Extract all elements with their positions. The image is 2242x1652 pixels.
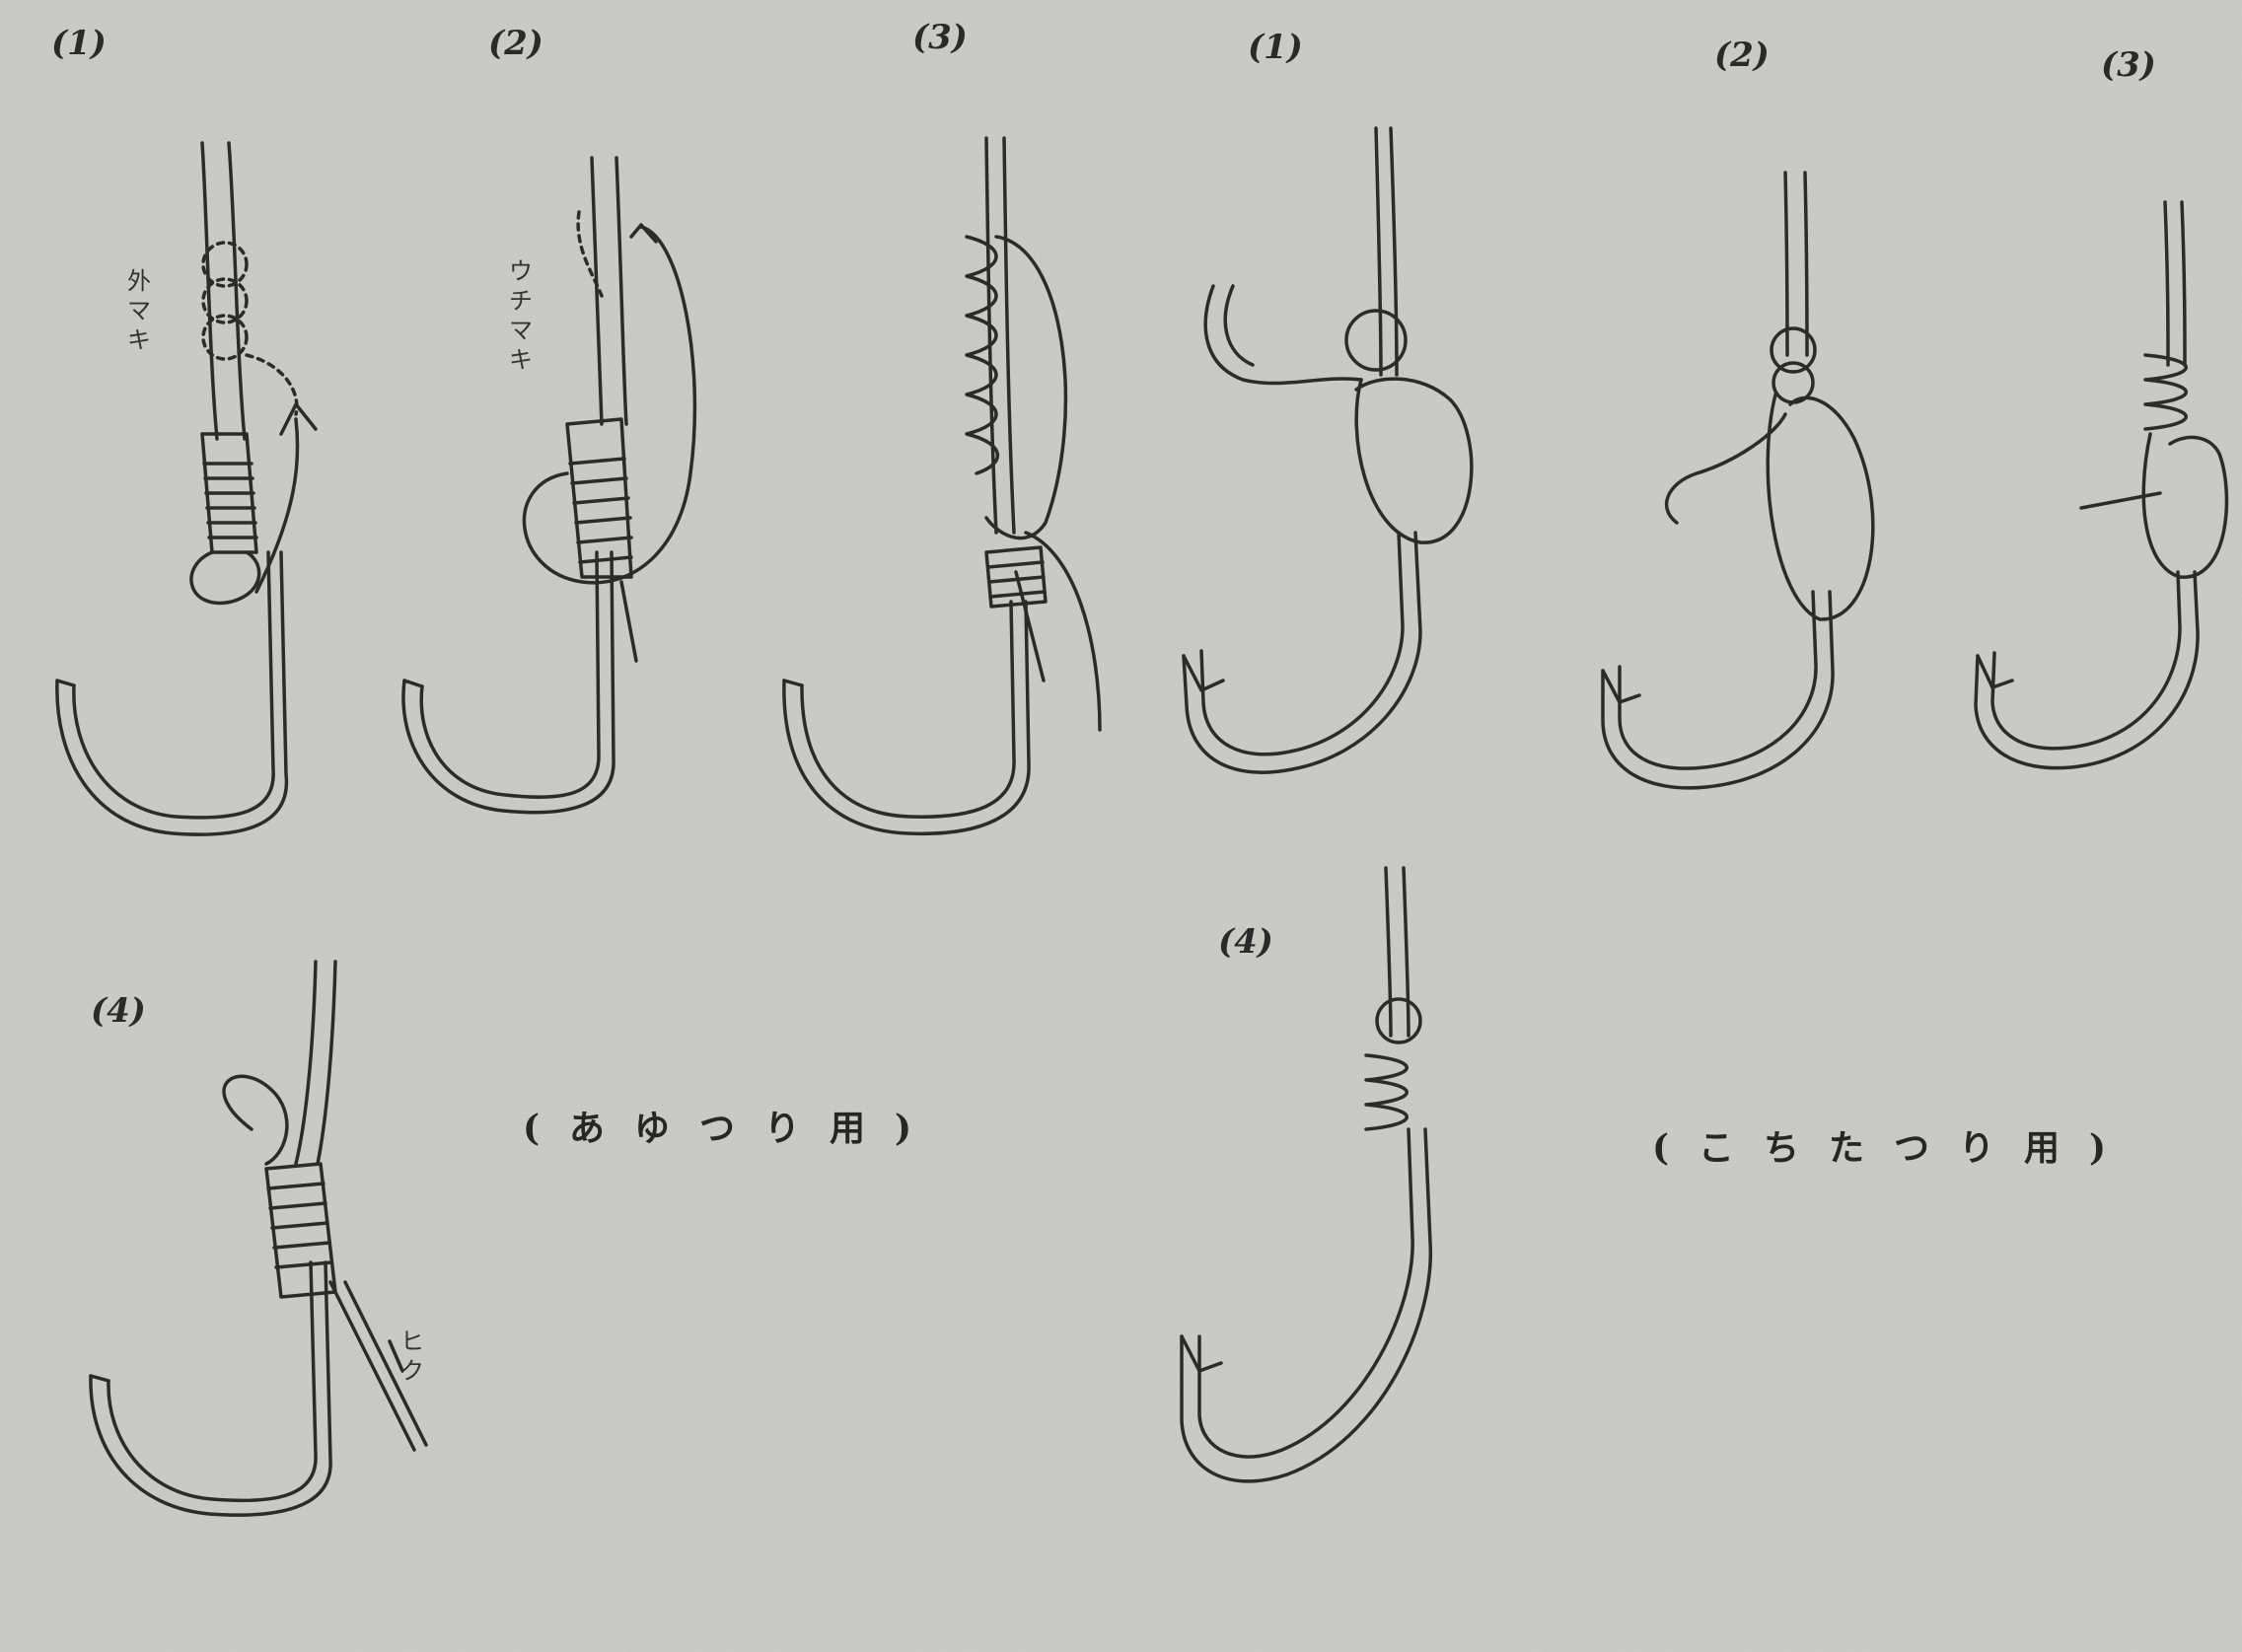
kochi-step3-label: (3) bbox=[2101, 45, 2156, 85]
inner-wrap-annotation: ウチマキ bbox=[508, 256, 534, 375]
ayu-step4-label: (4) bbox=[91, 991, 146, 1031]
ayu-caption: (あゆつり用) bbox=[523, 1100, 941, 1151]
kochi-step4-label: (4) bbox=[1218, 922, 1273, 962]
kochi-caption: (こちたつり用) bbox=[1652, 1119, 2135, 1171]
ayu-step2-label: (2) bbox=[488, 24, 543, 63]
ayu-step3-label: (3) bbox=[912, 18, 968, 57]
ayu-step1-label: (1) bbox=[51, 24, 107, 63]
outer-wrap-annotation: 外マキ bbox=[126, 266, 152, 355]
kochi-step1-label: (1) bbox=[1248, 28, 1303, 67]
pull-annotation: ヒク bbox=[399, 1327, 425, 1386]
kochi-step2-label: (2) bbox=[1714, 36, 1770, 75]
